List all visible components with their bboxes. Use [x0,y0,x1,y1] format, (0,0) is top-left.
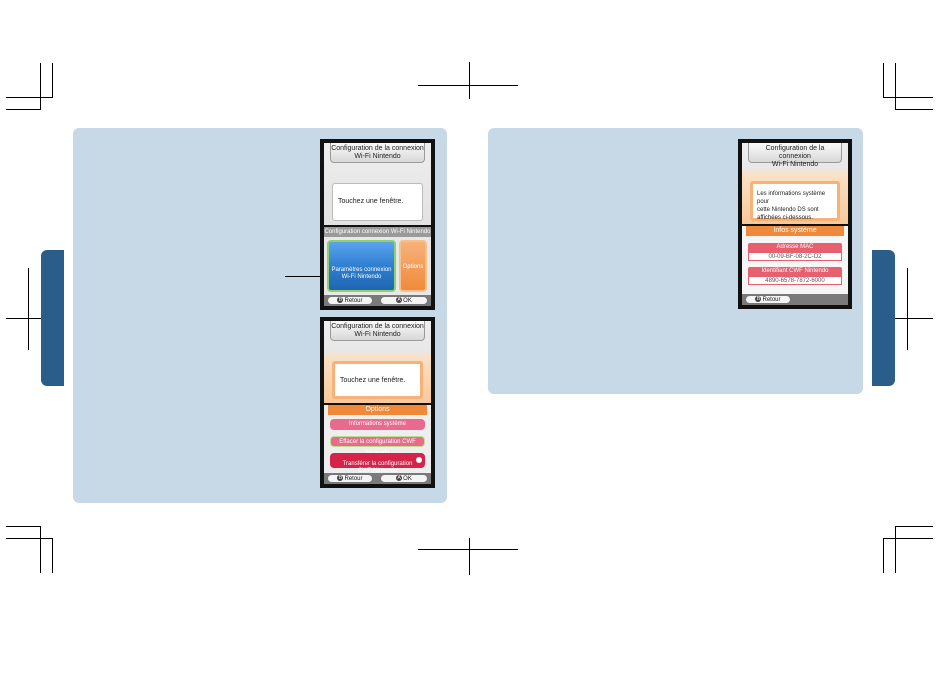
wifi-settings-label: Paramètres connexion Wi-Fi Nintendo [331,267,392,280]
b-button-icon: B [337,297,344,304]
erase-config-button[interactable]: Effacer la configuration CWF Nintendo [330,436,425,456]
ds-screen-1: Configuration de la connexion Wi-Fi Nint… [320,139,435,310]
lock-icon [416,457,422,463]
message-box: Les informations système pour cette Nint… [750,181,840,221]
right-section-tab [872,250,895,386]
ds-screen-2: Configuration de la connexion Wi-Fi Nint… [320,317,435,488]
ok-label: OK [403,476,412,482]
transfer-config-label: Transférer la configuration CWF Nintendo [342,461,413,474]
ds-screen-2-bottom: Options Informations système Effacer la … [324,405,431,484]
options-button[interactable]: Options [399,240,427,292]
transfer-config-button[interactable]: Transférer la configuration CWF Nintendo [330,453,425,474]
retour-label: Retour [762,297,781,303]
screen-title: Configuration de la connexion Wi-Fi Nint… [330,143,425,163]
cwf-id-label: Identifiant CWF Nintendo [748,267,842,276]
wifi-settings-button[interactable]: Paramètres connexion Wi-Fi Nintendo [327,240,396,292]
ds-screen-3-top: Configuration de la connexion Wi-Fi Nint… [742,143,848,224]
system-info-header: Infos système [746,226,844,236]
ds-screen-3-bottom: Infos système Adresse MAC 00-09-BF-08-2C… [742,226,848,305]
a-button-icon: A [396,475,403,482]
options-label: Options [402,264,424,270]
mac-address-value: 00-09-BF-08-2C-D2 [748,252,842,261]
options-header: Options [328,405,427,415]
left-section-tab [41,250,64,386]
ds-screen-1-bottom: Configuration connexion Wi-Fi Nintendo P… [324,227,431,306]
mac-address-label: Adresse MAC [748,243,842,252]
retour-label: Retour [344,298,363,304]
ok-label: OK [403,298,412,304]
ds-screen-3: Configuration de la connexion Wi-Fi Nint… [738,139,852,309]
ds-screen-2-top: Configuration de la connexion Wi-Fi Nint… [324,321,431,403]
cwf-id-value: 4890-6578-7872-6000 [748,276,842,285]
screen-header: Configuration connexion Wi-Fi Nintendo [324,227,431,237]
ds-screen-1-top: Configuration de la connexion Wi-Fi Nint… [324,143,431,225]
message-box: Touchez une fenêtre. [332,183,423,221]
b-button-icon: B [337,475,344,482]
b-button-icon: B [755,296,762,303]
retour-label: Retour [344,476,363,482]
system-info-button[interactable]: Informations système [330,419,425,430]
screen-title: Configuration de la connexion Wi-Fi Nint… [748,143,842,168]
message-box: Touchez une fenêtre. [332,361,423,399]
screen-title: Configuration de la connexion Wi-Fi Nint… [330,321,425,341]
a-button-icon: A [396,297,403,304]
